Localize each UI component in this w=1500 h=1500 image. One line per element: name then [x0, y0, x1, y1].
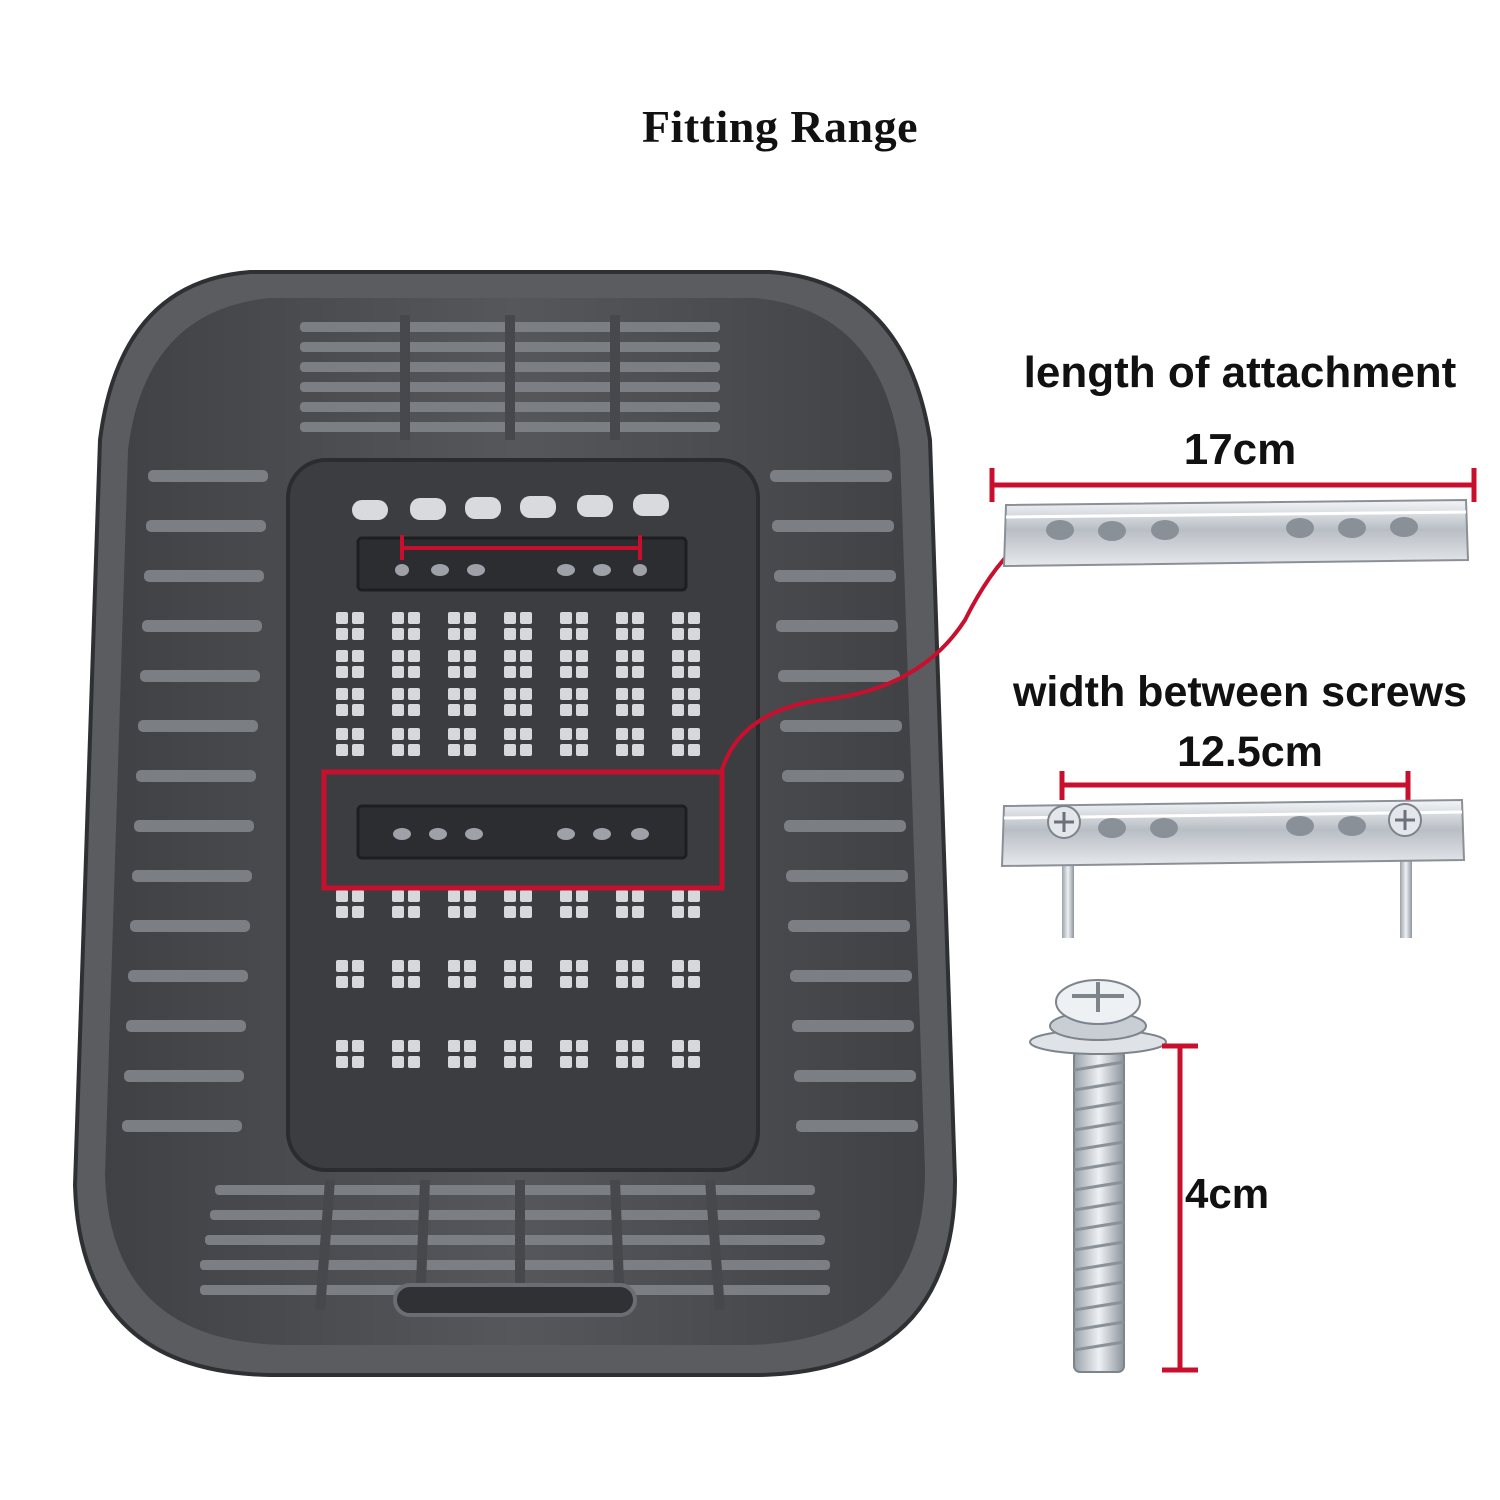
- screw-width-value: 12.5cm: [1177, 728, 1323, 776]
- bolt-image: [1029, 979, 1167, 1373]
- page-title: Fitting Range: [641, 101, 919, 152]
- screw-width-label: width between screws: [1012, 668, 1468, 716]
- screws-dimension-line: [1059, 771, 1411, 800]
- bolt-length-value: 4cm: [1185, 1170, 1270, 1217]
- bolt-dimension-line: [1162, 1043, 1198, 1373]
- attachment-dimension-line: [989, 468, 1477, 502]
- connector-curve: [720, 543, 1020, 771]
- bar-with-screws-image: [1000, 798, 1466, 938]
- plate-dimension-line: [400, 535, 642, 560]
- bike-basket-image: [72, 270, 958, 1377]
- attachment-length-value: 17cm: [1183, 425, 1297, 474]
- attachment-length-label: length of attachment: [1023, 348, 1457, 397]
- highlight-box: [321, 769, 725, 891]
- attachment-bar-image: [1002, 498, 1470, 568]
